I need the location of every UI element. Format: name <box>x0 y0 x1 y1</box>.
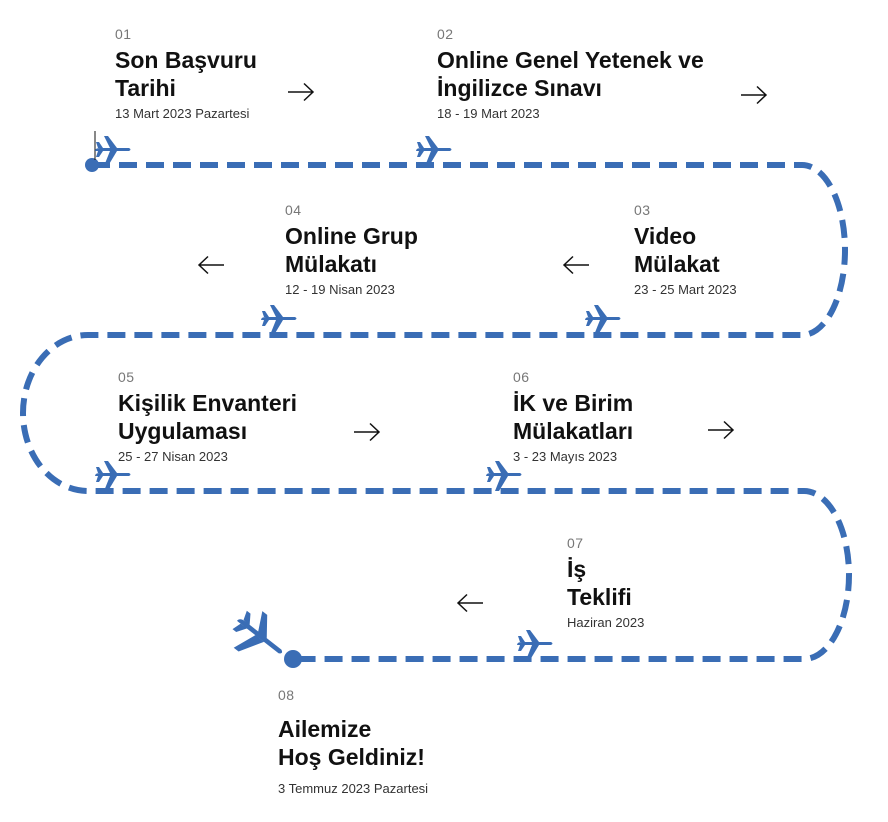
step-04: 04 Online Grup Mülakatı 12 - 19 Nisan 20… <box>285 202 418 297</box>
step-title-line: Mülakatı <box>285 251 378 277</box>
step-title-line: Son Başvuru <box>115 47 257 73</box>
arrow-left-icon <box>456 593 483 613</box>
step-title: Online Grup Mülakatı <box>285 222 418 278</box>
step-number: 04 <box>285 202 302 218</box>
step-title-line: İngilizce Sınavı <box>437 75 602 101</box>
route-start-dot <box>85 158 99 172</box>
airplane-icon <box>95 461 131 491</box>
arrow-left-icon <box>562 255 589 275</box>
step-title: Kişilik Envanteri Uygulaması <box>118 389 297 445</box>
step-title-line: İş <box>567 556 587 582</box>
step-title-line: Teklifi <box>567 584 632 610</box>
step-title-line: Video <box>634 223 697 249</box>
step-date: 23 - 25 Mart 2023 <box>634 282 737 297</box>
step-08: 08 Ailemize Hoş Geldiniz! 3 Temmuz 2023 … <box>278 687 428 796</box>
step-02: 02 Online Genel Yetenek ve İngilizce Sın… <box>437 26 704 121</box>
step-number: 07 <box>567 535 584 551</box>
step-title: Online Genel Yetenek ve İngilizce Sınavı <box>437 46 704 102</box>
step-title: Son Başvuru Tarihi <box>115 46 257 102</box>
step-date: 13 Mart 2023 Pazartesi <box>115 106 250 121</box>
airplane-icon <box>486 461 522 491</box>
step-title-line: Online Grup <box>285 223 418 249</box>
step-number: 05 <box>118 369 135 385</box>
step-title-line: Hoş Geldiniz! <box>278 744 425 770</box>
airplane-icon <box>517 630 553 660</box>
step-title-line: Tarihi <box>115 75 176 101</box>
arrow-right-icon <box>741 85 768 105</box>
arrow-right-icon <box>288 82 315 102</box>
arrow-left-icon <box>197 255 224 275</box>
step-date: 3 - 23 Mayıs 2023 <box>513 449 618 464</box>
step-title-line: Online Genel Yetenek ve <box>437 47 704 73</box>
airplane-icon <box>95 136 131 166</box>
step-title-line: Ailemize <box>278 716 372 742</box>
airplane-icon <box>416 136 452 166</box>
step-06: 06 İK ve Birim Mülakatları 3 - 23 Mayıs … <box>513 369 633 464</box>
step-title-line: Kişilik Envanteri <box>118 390 297 416</box>
step-01: 01 Son Başvuru Tarihi 13 Mart 2023 Pazar… <box>115 26 257 121</box>
step-number: 01 <box>115 26 132 42</box>
arrow-right-icon <box>708 420 735 440</box>
route-end-dot <box>284 650 302 668</box>
step-title-line: Mülakat <box>634 251 720 277</box>
step-date: 25 - 27 Nisan 2023 <box>118 449 228 464</box>
step-number: 02 <box>437 26 454 42</box>
dashed-route-path <box>20 162 852 662</box>
step-date: 12 - 19 Nisan 2023 <box>285 282 395 297</box>
step-title-line: Mülakatları <box>513 418 634 444</box>
landing-airplane-icon <box>232 610 283 654</box>
step-date: Haziran 2023 <box>567 615 645 630</box>
step-03: 03 Video Mülakat 23 - 25 Mart 2023 <box>634 202 737 297</box>
step-number: 03 <box>634 202 651 218</box>
step-title: Video Mülakat <box>634 222 737 278</box>
step-date: 18 - 19 Mart 2023 <box>437 106 540 121</box>
step-date: 3 Temmuz 2023 Pazartesi <box>278 781 429 796</box>
arrow-right-icon <box>354 422 381 442</box>
step-title: İş Teklifi <box>567 555 644 611</box>
step-title-line: İK ve Birim <box>513 390 634 416</box>
step-number: 06 <box>513 369 530 385</box>
airplane-icon <box>585 305 621 335</box>
step-title: İK ve Birim Mülakatları <box>513 389 633 445</box>
step-title: Ailemize Hoş Geldiniz! <box>278 715 428 771</box>
step-07: 07 İş Teklifi Haziran 2023 <box>567 535 644 630</box>
airplane-icon <box>261 305 297 335</box>
step-number: 08 <box>278 687 295 703</box>
step-title-line: Uygulaması <box>118 418 248 444</box>
step-05: 05 Kişilik Envanteri Uygulaması 25 - 27 … <box>118 369 297 464</box>
